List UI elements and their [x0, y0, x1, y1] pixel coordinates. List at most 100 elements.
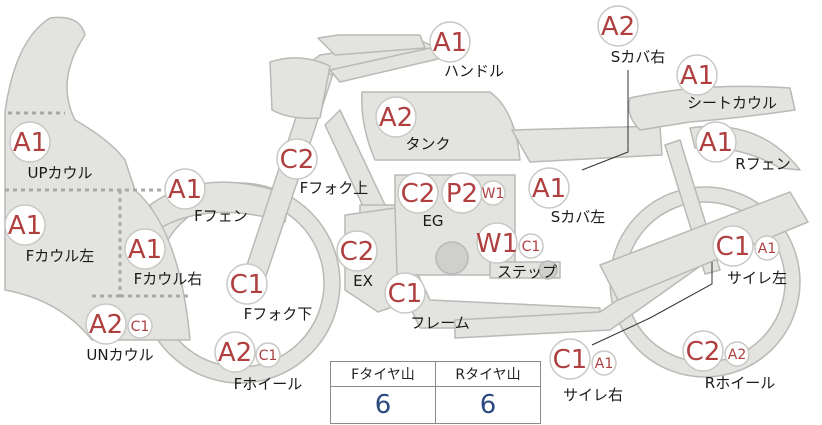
code-badge	[85, 303, 127, 345]
code-badge	[724, 341, 750, 367]
part-marker-frame: C1 フレーム	[384, 272, 470, 332]
rear-tire-header: Rタイヤ山	[435, 361, 541, 387]
damage-code: C1	[131, 319, 150, 335]
part-label: ハンドル	[444, 62, 504, 80]
part-label: ステップ	[497, 263, 557, 281]
part-marker-muffler-left: C1 A1 サイレ左	[712, 225, 787, 287]
damage-code: P2	[446, 179, 478, 209]
damage-code: C1	[716, 232, 751, 262]
part-label: シートカウル	[687, 94, 777, 112]
muffler-shape	[599, 191, 809, 301]
code-badge	[754, 235, 780, 261]
damage-code: A1	[595, 356, 613, 372]
code-badge	[476, 222, 518, 264]
front-tire-value: 6	[330, 386, 436, 424]
part-marker-muffler-right: C1 A1 サイレ右	[549, 338, 623, 404]
damage-code: C1	[259, 348, 278, 364]
code-badge	[4, 204, 46, 246]
code-badge	[429, 21, 471, 63]
code-badge	[384, 272, 426, 314]
damage-code: C2	[401, 179, 436, 209]
code-badge	[214, 331, 256, 373]
part-label: サイレ左	[727, 269, 787, 287]
part-label: サイレ右	[563, 386, 623, 404]
code-badge	[9, 121, 51, 163]
code-badge	[164, 168, 206, 210]
code-badge	[549, 338, 591, 380]
tire-tread-table: Fタイヤ山 Rタイヤ山 6 6	[330, 361, 541, 424]
damage-code: A2	[728, 347, 746, 363]
code-badge	[591, 350, 617, 376]
code-badge	[226, 263, 268, 305]
damage-code: A1	[8, 211, 42, 241]
code-badge	[127, 313, 153, 339]
part-marker-handle: A1 ハンドル	[429, 21, 504, 80]
damage-code: A2	[218, 338, 252, 368]
code-badge	[695, 121, 737, 163]
damage-code: A1	[532, 174, 566, 204]
part-label: タンク	[405, 135, 450, 153]
damage-code: W1	[482, 186, 505, 202]
part-label: フレーム	[410, 314, 470, 332]
part-label: UNカウル	[86, 346, 153, 364]
code-badge	[276, 138, 318, 180]
damage-code: A1	[168, 175, 202, 205]
rear-tire-value: 6	[435, 386, 541, 424]
code-badge	[518, 233, 544, 259]
part-label: EX	[353, 272, 373, 290]
damage-code: A2	[601, 12, 635, 42]
damage-code: C2	[340, 237, 375, 267]
code-badge	[375, 96, 417, 138]
code-badge	[255, 342, 281, 368]
damage-code: C1	[388, 279, 423, 309]
damage-code: A2	[379, 103, 413, 133]
part-label: EG	[422, 212, 443, 230]
part-label: Fカウル左	[26, 247, 95, 265]
damage-code: A1	[758, 241, 776, 257]
part-label: Fフォク下	[244, 305, 313, 323]
damage-code: C1	[553, 345, 588, 375]
part-label: Fカウル右	[134, 270, 203, 288]
code-badge	[676, 54, 718, 96]
code-badge	[397, 172, 439, 214]
damage-code: C1	[522, 239, 541, 255]
part-label: Sカバ左	[551, 208, 606, 226]
damage-code: C2	[686, 337, 721, 367]
damage-code: A2	[89, 310, 123, 340]
damage-code: A1	[699, 128, 733, 158]
front-tire-header: Fタイヤ山	[330, 361, 436, 387]
code-badge	[480, 180, 506, 206]
damage-code: C1	[230, 270, 265, 300]
damage-code: A1	[680, 61, 714, 91]
damage-code: W1	[476, 229, 518, 259]
code-badge	[712, 225, 754, 267]
damage-code: A1	[433, 28, 467, 58]
code-badge	[682, 330, 724, 372]
part-label: Fフォク上	[300, 179, 369, 197]
damage-code: A1	[13, 128, 47, 158]
part-label: Rホイール	[705, 374, 775, 392]
part-marker-seat-cowl: A1 シートカウル	[676, 54, 777, 112]
part-label: Rフェン	[735, 155, 790, 173]
part-marker-tank: A2 タンク	[375, 96, 451, 153]
code-badge	[597, 5, 639, 47]
part-label: UPカウル	[27, 164, 92, 182]
code-badge	[336, 230, 378, 272]
code-badge	[528, 167, 570, 209]
code-badge	[124, 228, 166, 270]
